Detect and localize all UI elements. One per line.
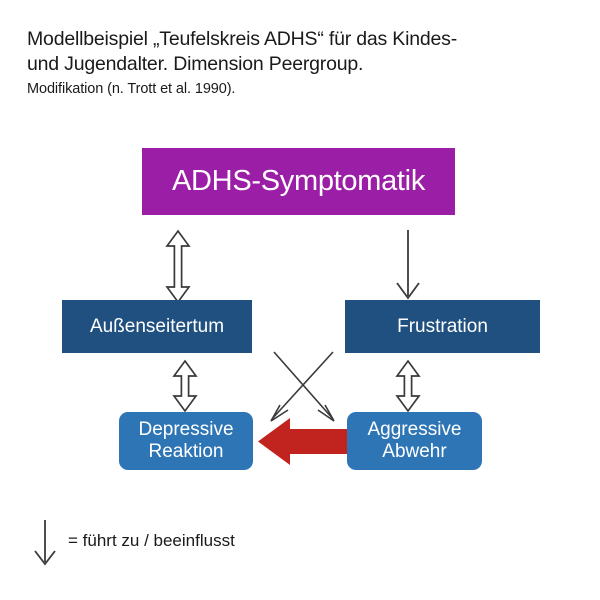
node-aggressive-line-1: Aggressive bbox=[367, 419, 462, 440]
node-aussenseitertum[interactable]: Außenseitertum bbox=[62, 300, 252, 353]
node-depressive-line-2: Reaktion bbox=[148, 441, 224, 462]
node-aggressive-label: Aggressive Abwehr bbox=[347, 419, 482, 463]
edge-adhs-frustration-down-arrow-icon bbox=[396, 230, 420, 300]
edge-aussenseitertum-aggressive-diagonal-arrow-icon bbox=[273, 351, 335, 422]
title-source: Modifikation (n. Trott et al. 1990). bbox=[27, 81, 236, 97]
node-frustration[interactable]: Frustration bbox=[345, 300, 540, 353]
node-frustration-label: Frustration bbox=[397, 315, 488, 337]
edge-frustration-depressive-diagonal-arrow-icon bbox=[270, 351, 334, 422]
edge-aggressive-depressive-red-arrow-icon bbox=[258, 418, 350, 465]
title-line-1: Modellbeispiel „Teufelskreis ADHS“ für d… bbox=[27, 28, 458, 50]
title-block: Modellbeispiel „Teufelskreis ADHS“ für d… bbox=[27, 27, 567, 100]
edge-frustration-aggressive-double-arrow-icon bbox=[395, 359, 421, 413]
edge-adhs-aussenseitertum-double-arrow-icon bbox=[165, 229, 191, 304]
node-depressive-reaktion[interactable]: Depressive Reaktion bbox=[119, 412, 253, 470]
node-aggressive-line-2: Abwehr bbox=[382, 441, 447, 462]
legend-label: = führt zu / beeinflusst bbox=[68, 531, 235, 550]
node-depressive-line-1: Depressive bbox=[138, 419, 234, 440]
node-adhs-symptomatik[interactable]: ADHS-Symptomatik bbox=[142, 148, 455, 215]
node-depressive-label: Depressive Reaktion bbox=[119, 419, 253, 463]
node-adhs-label: ADHS-Symptomatik bbox=[171, 165, 426, 197]
legend-down-arrow-icon bbox=[34, 520, 56, 566]
title-line-2: und Jugendalter. Dimension Peergroup. bbox=[27, 53, 364, 75]
legend: = führt zu / beeinflusst bbox=[28, 518, 348, 570]
edge-aussenseitertum-depressive-double-arrow-icon bbox=[172, 359, 198, 413]
node-aussenseitertum-label: Außenseitertum bbox=[89, 315, 225, 337]
node-aggressive-abwehr[interactable]: Aggressive Abwehr bbox=[347, 412, 482, 470]
